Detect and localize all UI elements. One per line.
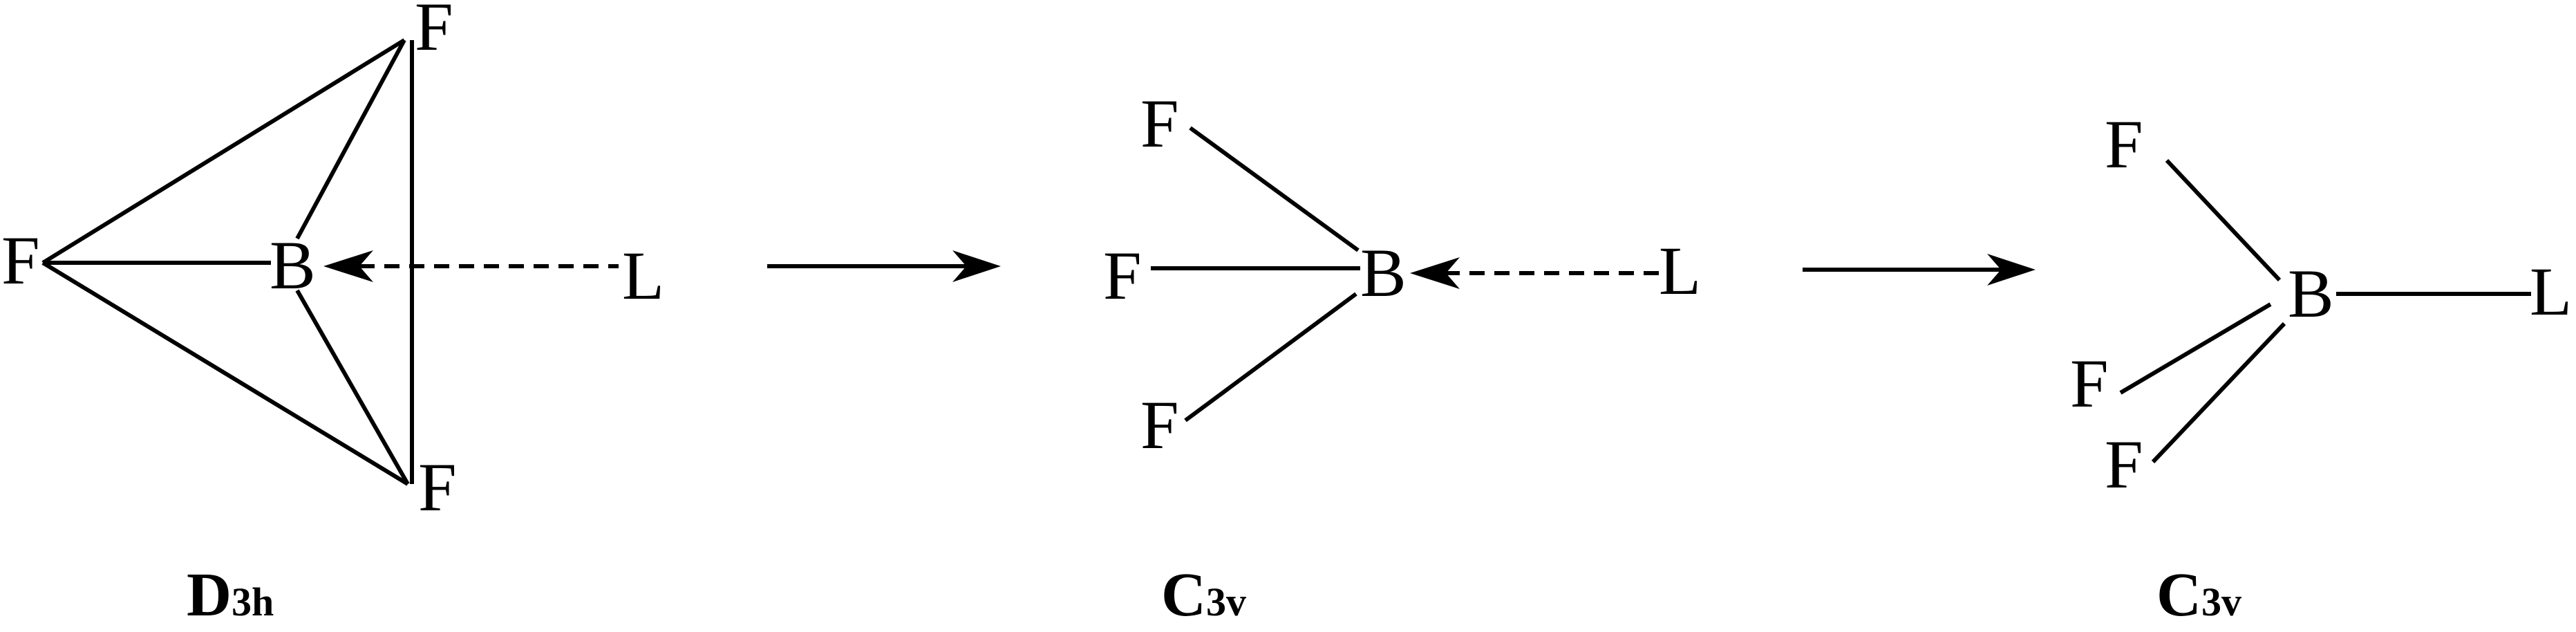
bf-bond-bottom [295,289,410,485]
symmetry-label: D3h [187,561,274,629]
atom-f-upper: F [1140,85,1179,162]
stage-1-molecule: F F F B L D3h [1,0,664,629]
atom-f-bottom: F [418,449,457,526]
dative-arrowhead [1410,257,1460,289]
atom-f-top: F [415,0,453,65]
atom-l: L [2530,253,2572,330]
bf-bond-middle [2119,302,2272,395]
symmetry-label: C3v [1161,561,1246,629]
atom-f-lower: F [1140,387,1179,463]
bf-bond-lower [1184,292,1357,422]
atom-f-lower: F [2105,426,2143,503]
atom-f-middle: F [2070,345,2109,422]
bf-bond-top [295,39,406,240]
atom-b: B [2288,255,2334,332]
atom-l: L [1659,232,1701,309]
atom-b: B [270,227,316,304]
ff-edge-bottom [41,261,409,486]
atom-f-middle: F [1103,237,1142,314]
reaction-arrow-2 [1803,254,2036,286]
atom-f-left: F [1,222,40,299]
stage-3-molecule: F F F B L C3v [2070,106,2572,629]
reaction-arrow-1 [767,250,1001,282]
atom-b: B [1360,234,1407,311]
dative-arrowhead [323,250,373,282]
symmetry-label: C3v [2156,561,2241,629]
bf-bond-upper [2165,158,2282,282]
ff-edge-top [41,38,406,265]
stage-2-molecule: F F F B L C3v [1103,85,1701,629]
atom-f-upper: F [2105,106,2143,183]
bf-bond-upper [1189,126,1360,252]
atom-l: L [622,237,664,314]
bf-bond-lower [2151,322,2286,464]
